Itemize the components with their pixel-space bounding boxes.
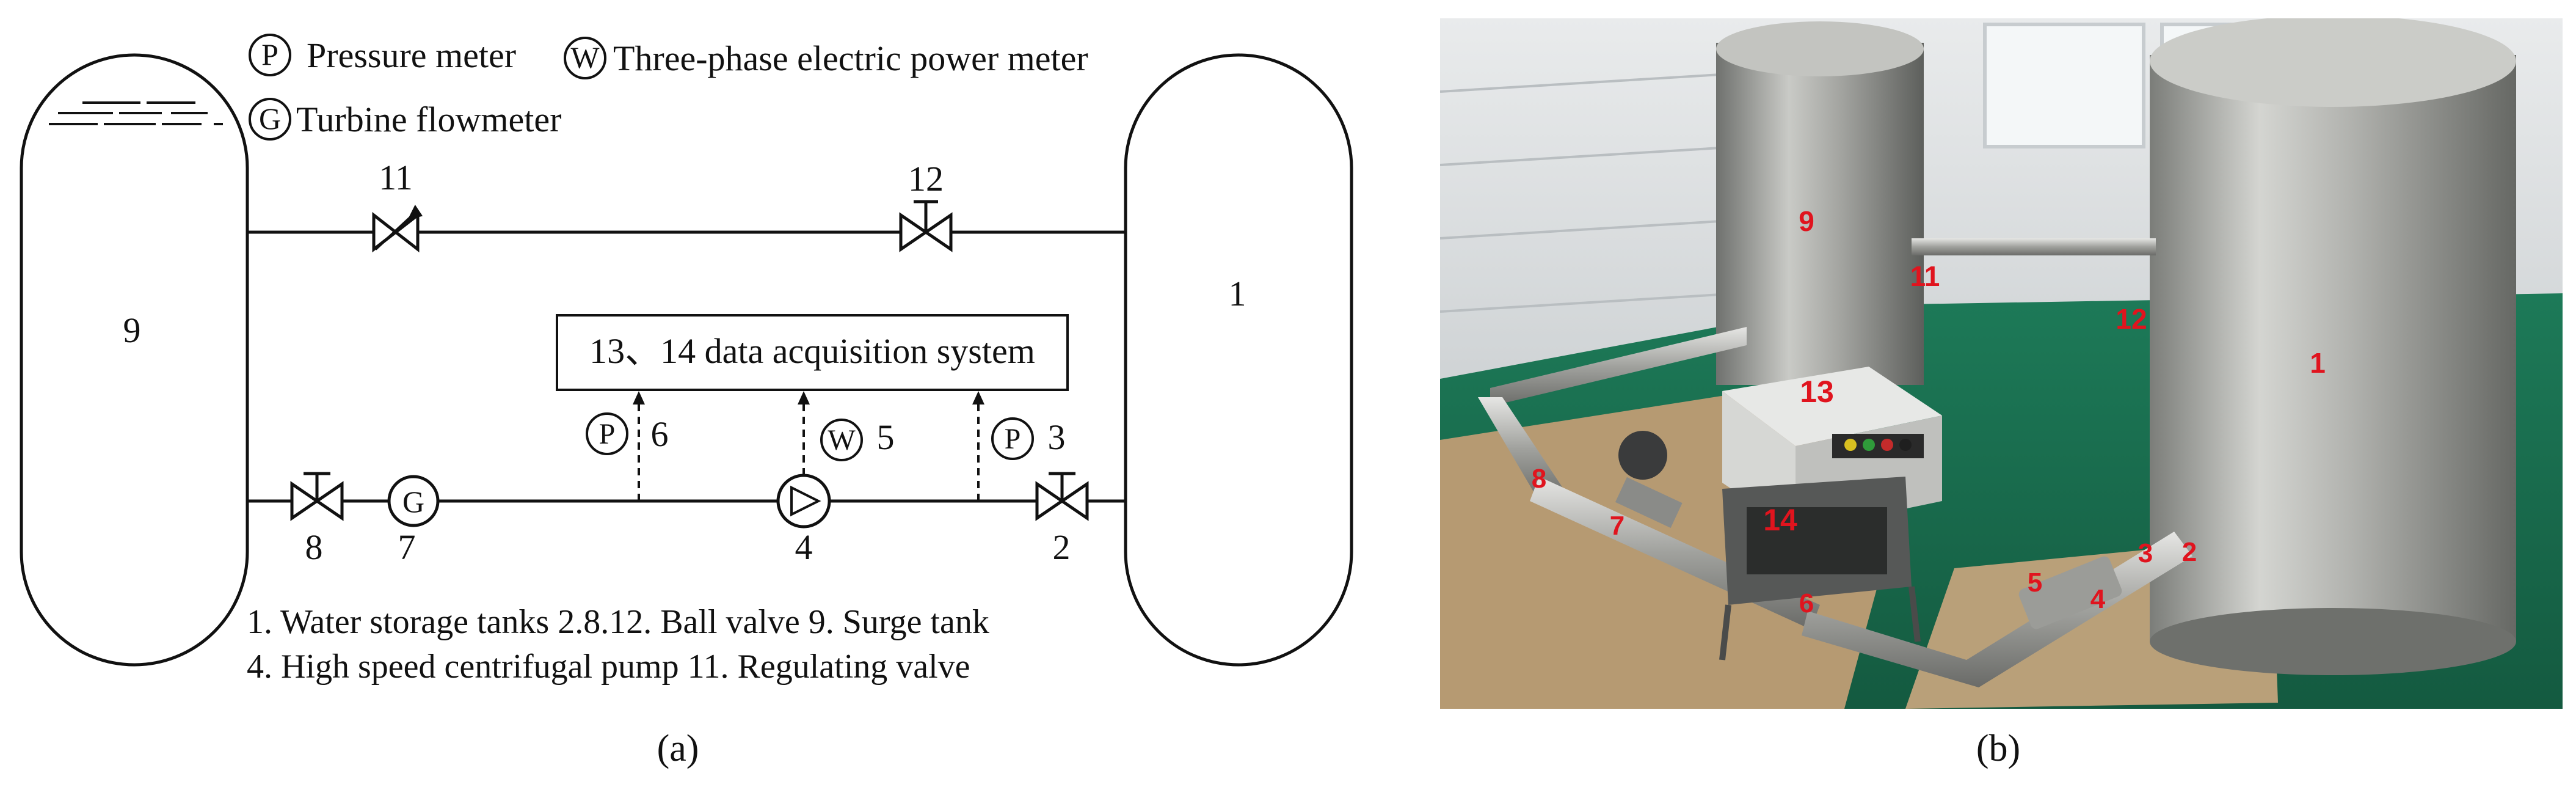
label-valve-2: 2 (1053, 527, 1071, 567)
photo-label-7: 7 (1610, 511, 1625, 541)
photo-left-pipe-down (1478, 397, 1563, 501)
photo-top-pipe (1912, 238, 2156, 255)
flowmeter-7-symbol: G (402, 485, 424, 519)
photo-label-4: 4 (2090, 584, 2106, 614)
meter-5-number: 5 (877, 417, 895, 457)
ball-valve-12 (899, 200, 953, 252)
das-box-label: 13、14 data acquisition system (589, 331, 1035, 371)
legend-power-circle (564, 37, 606, 79)
panel-b-photo: 9 11 12 1 13 8 7 14 6 5 4 3 2 (1440, 18, 2563, 709)
meter-3-number: 3 (1048, 417, 1066, 457)
pressure-meter-3-circle (991, 417, 1034, 460)
meter-6-symbol: P (599, 418, 616, 450)
meter-5-symbol: W (828, 424, 856, 456)
label-tank-1: 1 (1229, 274, 1246, 313)
sublabel-a: (a) (657, 728, 699, 769)
legend-pressure-text: Pressure meter (307, 35, 516, 75)
ball-valve-2 (1035, 472, 1089, 521)
photo-label-13: 13 (1800, 375, 1834, 409)
centrifugal-pump-4 (776, 474, 831, 529)
photo-label-9: 9 (1799, 205, 1814, 237)
photo-label-5: 5 (2028, 568, 2042, 598)
data-acquisition-box (556, 314, 1069, 391)
legend-pressure-symbol: P (261, 37, 278, 71)
photo-label-12: 12 (2116, 303, 2147, 335)
label-valve-8: 8 (305, 527, 323, 567)
meter-3-symbol: P (1005, 423, 1021, 455)
photo-label-3: 3 (2138, 538, 2153, 568)
legend-power-text: Three-phase electric power meter (613, 38, 1088, 78)
legend-power-symbol: W (570, 40, 600, 75)
legend-flow-circle (249, 98, 291, 141)
regulating-valve-11 (372, 205, 423, 253)
water-surface-dashes (49, 101, 223, 125)
sublabel-b: (b) (1976, 728, 2020, 769)
photo-tank-1 (2150, 18, 2516, 675)
caption-line-2: 4. High speed centrifugal pump 11. Regul… (247, 648, 970, 686)
photo-label-14: 14 (1763, 503, 1797, 537)
ball-valve-8 (290, 472, 344, 521)
label-pump-4: 4 (795, 527, 813, 567)
signal-lines (638, 403, 980, 501)
photo-label-2: 2 (2182, 537, 2197, 567)
surge-tank-9 (20, 53, 249, 667)
pressure-meter-6-circle (586, 412, 628, 455)
photo-tank-9 (1716, 21, 1924, 385)
signal-arrowheads (633, 391, 984, 404)
label-valve-12: 12 (908, 159, 944, 199)
photo-label-11: 11 (1910, 260, 1940, 292)
photo-computer-14 (1719, 477, 1921, 661)
label-valve-11: 11 (379, 158, 413, 197)
turbine-flowmeter-7 (387, 475, 440, 527)
photo-label-8: 8 (1532, 464, 1546, 494)
caption-line-1: 1. Water storage tanks 2.8.12. Ball valv… (247, 603, 989, 641)
photo-bottom-pipe-2 (1802, 532, 2192, 687)
photo-label-6: 6 (1799, 588, 1814, 618)
label-tank-9: 9 (123, 310, 141, 350)
photo-window (1983, 23, 2145, 148)
water-storage-tank-1 (1124, 53, 1353, 667)
legend-flow-text: Turbine flowmeter (296, 100, 561, 139)
photo-left-pipe (1490, 327, 1747, 406)
meter-6-number: 6 (651, 414, 669, 454)
legend-pressure-circle (249, 34, 291, 76)
label-flowmeter-7: 7 (398, 527, 416, 567)
photo-pump-body (2018, 556, 2122, 629)
photo-garage-door (1440, 72, 1741, 313)
legend-flow-symbol: G (259, 101, 281, 136)
panel-a-schematic (20, 34, 1353, 667)
photo-label-1: 1 (2310, 347, 2326, 379)
photo-flowmeter-display (1618, 431, 1667, 480)
photo-flowmeter-body (1615, 477, 1683, 528)
panel-a-text: P Pressure meter W Three-phase electric … (123, 35, 1246, 769)
power-meter-5-circle (820, 419, 863, 461)
